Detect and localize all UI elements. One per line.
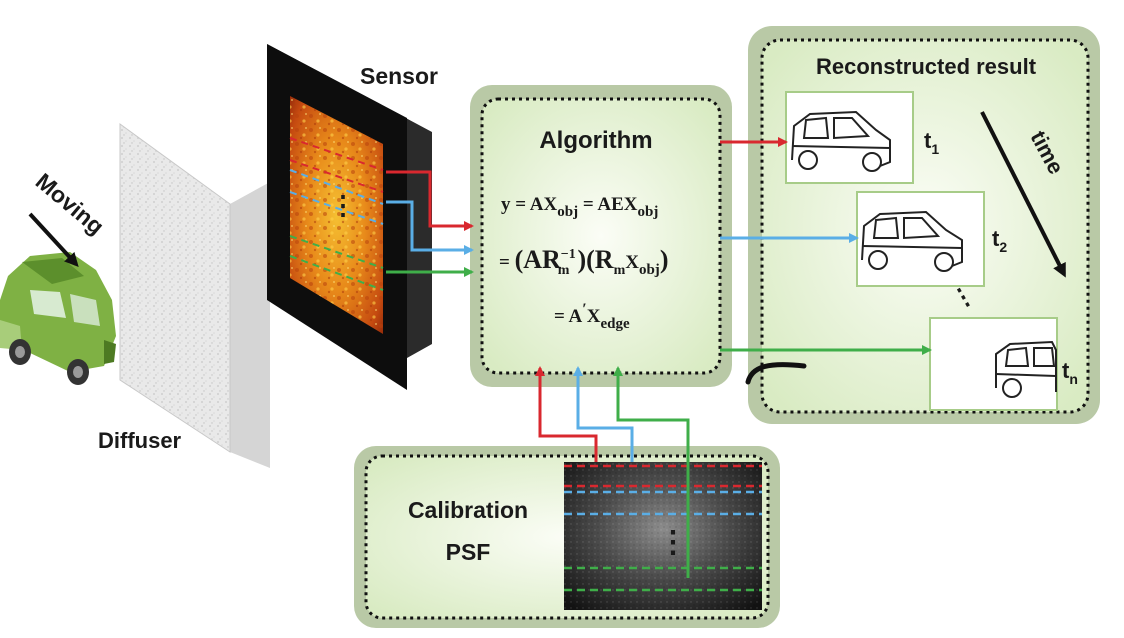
sensor-ellipsis: ⋮ <box>330 190 356 220</box>
diffuser-panel <box>119 123 270 468</box>
algorithm-panel <box>480 97 722 375</box>
pen-mark <box>745 362 807 385</box>
time-arrow <box>980 111 1066 278</box>
sensor-panel <box>267 44 432 390</box>
time-label-t1: t1 <box>924 128 939 157</box>
arrow-psf-blue <box>573 366 634 462</box>
car-sketch-t1 <box>791 110 891 172</box>
time-label-tn: tn <box>1062 358 1078 387</box>
sensor-row-green-1 <box>289 235 384 269</box>
sensor-row-blue-2 <box>289 191 384 225</box>
psf-ellipsis: ⋮ <box>658 526 688 559</box>
sensor-row-red-1 <box>289 137 384 171</box>
car-icon <box>0 252 116 385</box>
moving-arrow <box>28 212 79 267</box>
equation-line-3: = A′Xedge <box>554 301 630 332</box>
reconstructed-title: Reconstructed result <box>816 54 1037 79</box>
arrow-psf-green <box>613 366 690 578</box>
algorithm-title: Algorithm <box>539 127 652 154</box>
car-sketch-tn <box>995 340 1057 398</box>
psf-label: PSF <box>446 539 491 565</box>
equation-line-1: y = AXobj = AEXobj <box>501 194 658 220</box>
time-label-t2: t2 <box>992 226 1007 255</box>
arrow-sensor-red <box>386 170 474 231</box>
arrow-sensor-blue <box>386 200 474 255</box>
result-frame-tn <box>929 317 1058 411</box>
sensor-label: Sensor <box>360 63 438 89</box>
diffuser-label: Diffuser <box>98 428 182 453</box>
psf-image <box>564 462 762 610</box>
car-sketch-t2 <box>861 210 963 272</box>
sensor-row-green-2 <box>289 255 384 291</box>
sensor-row-red-2 <box>289 159 384 193</box>
calibration-label: Calibration <box>408 497 528 523</box>
sensor-row-blue-1 <box>289 169 384 205</box>
arrow-psf-red <box>535 366 598 462</box>
